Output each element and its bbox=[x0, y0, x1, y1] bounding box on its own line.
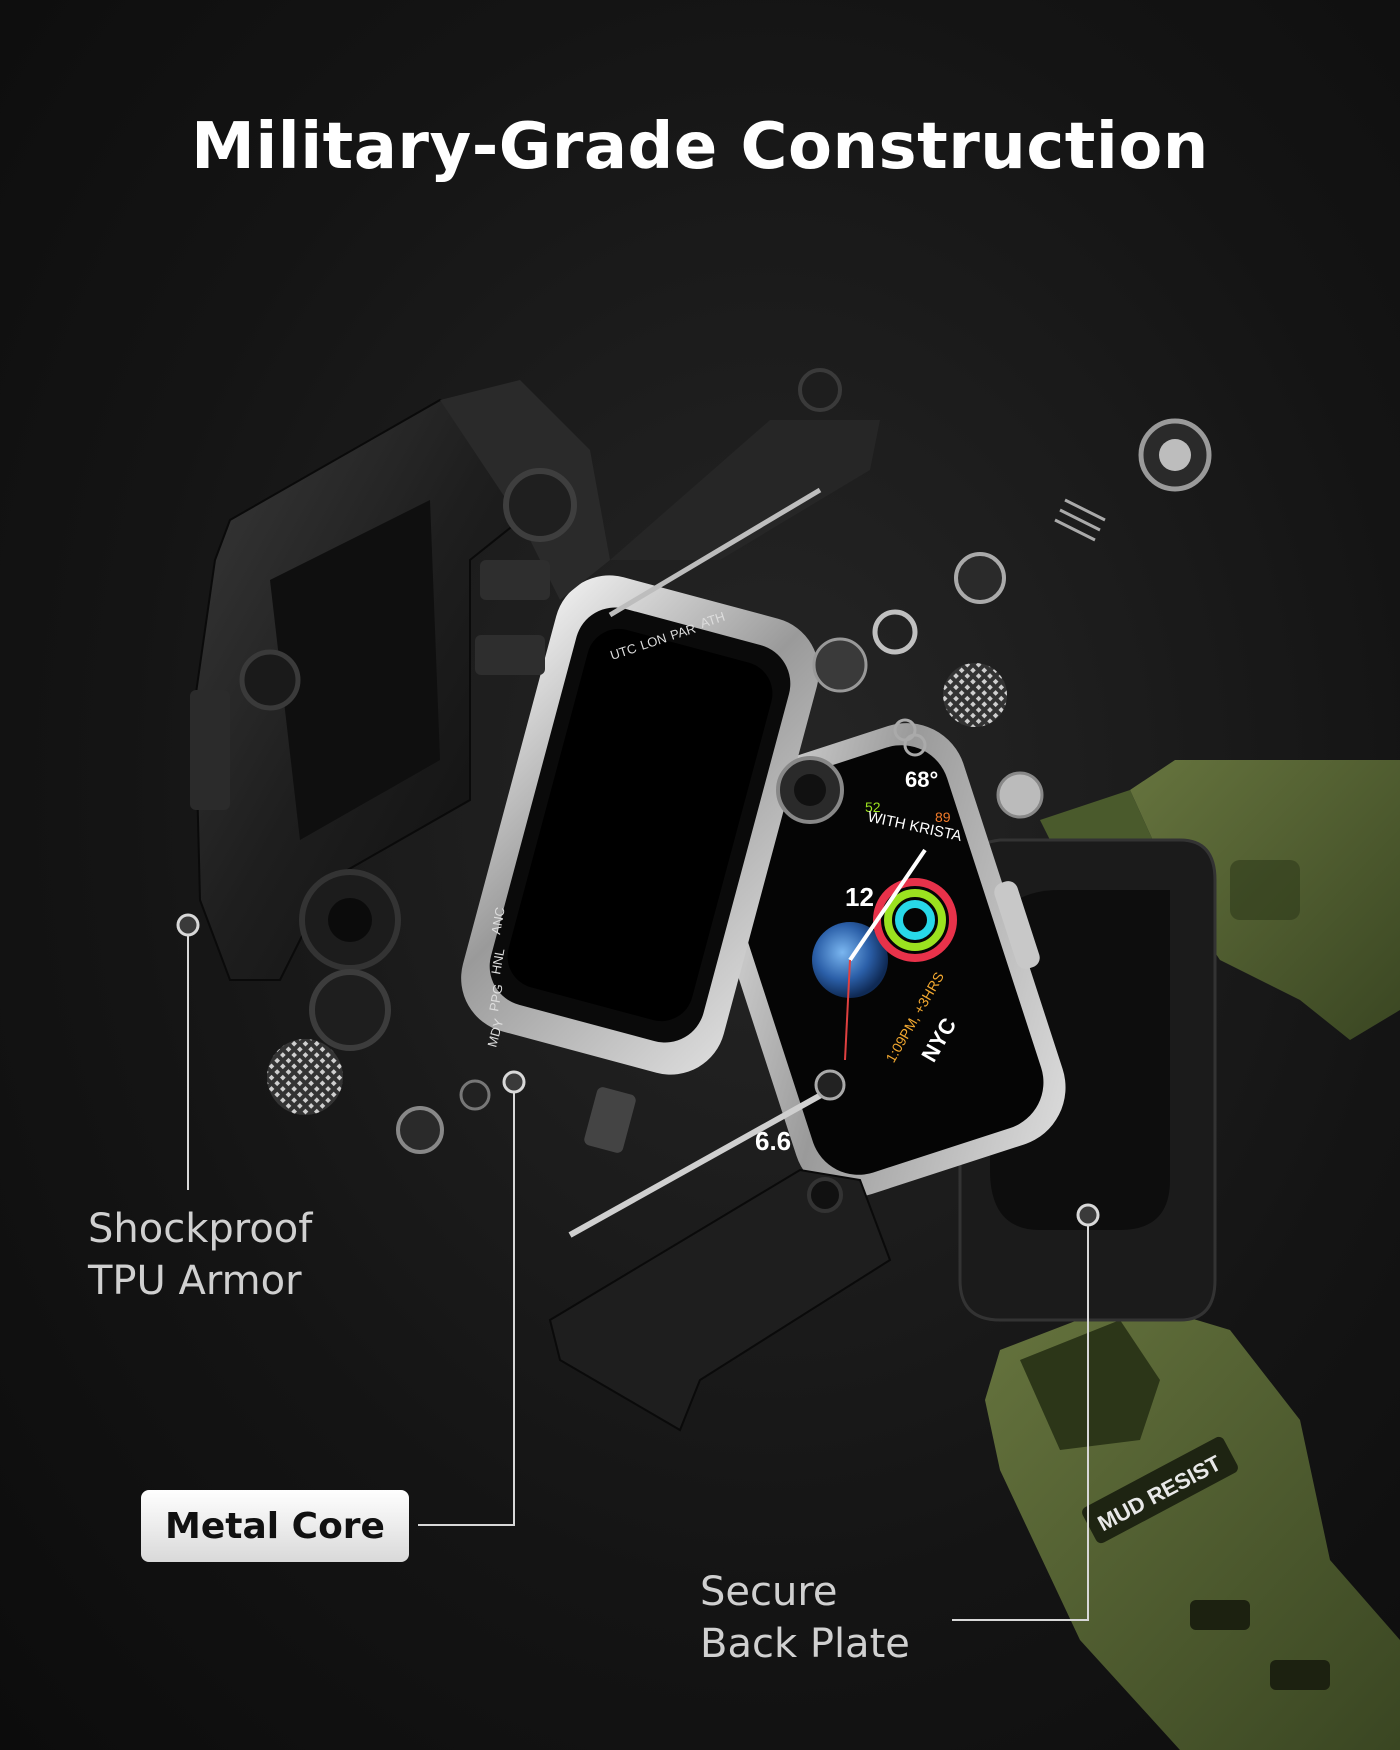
temp-high: 89 bbox=[935, 809, 951, 825]
armor-lower-piece bbox=[548, 1168, 892, 1432]
pin-lower bbox=[568, 1087, 832, 1238]
callout-back-line2: Back Plate bbox=[700, 1621, 910, 1667]
callout-line-back bbox=[952, 1215, 1089, 1621]
callout-dot-metal bbox=[502, 1070, 526, 1094]
callout-line-metal bbox=[418, 1082, 515, 1526]
small-parts bbox=[267, 418, 1212, 1154]
band-lower-green: MUD RESIST bbox=[985, 1300, 1400, 1750]
callout-tpu-armor: Shockproof TPU Armor bbox=[88, 1203, 312, 1307]
callout-dot-tpu bbox=[176, 913, 200, 937]
bezel-city-3: ATH bbox=[698, 609, 726, 631]
bezel-city-7: MDY bbox=[484, 1017, 506, 1049]
bezel-city-6: PPG bbox=[486, 983, 506, 1013]
callout-dot-back bbox=[1076, 1203, 1100, 1227]
date: 12 bbox=[845, 882, 874, 912]
callout-tpu-line2: TPU Armor bbox=[88, 1258, 302, 1304]
callout-tpu-line1: Shockproof bbox=[88, 1206, 313, 1252]
callout-back-line1: Secure bbox=[700, 1569, 838, 1615]
temperature: 68° bbox=[905, 767, 938, 792]
callout-lines bbox=[187, 925, 1089, 1621]
metal-core-badge: Metal Core bbox=[141, 1490, 409, 1562]
bezel-city-4: ANC bbox=[488, 906, 508, 936]
metal-core: UTC LON PAR ATH ANC HNL PPG MDY bbox=[461, 575, 868, 1153]
callout-back-plate: Secure Back Plate bbox=[700, 1566, 910, 1670]
watch: 68° 52 89 WITH KRISTA NYC 1:09PM, +3HRS … bbox=[694, 723, 1066, 1197]
temp-low: 52 bbox=[865, 799, 881, 815]
page-title: Military-Grade Construction bbox=[191, 110, 1209, 184]
bezel-city-5: HNL bbox=[488, 947, 507, 975]
pin-upper bbox=[608, 487, 822, 618]
tpu-armor bbox=[190, 368, 880, 1051]
